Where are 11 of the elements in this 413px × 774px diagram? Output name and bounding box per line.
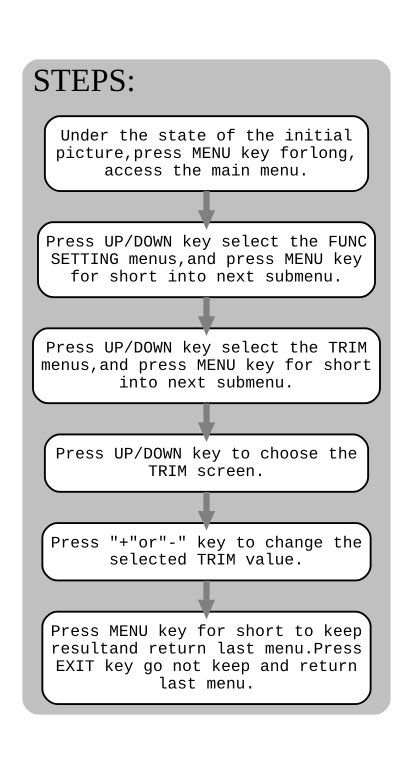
node-box: Press UP/DOWN key to choose the TRIM screen. <box>44 434 370 493</box>
node-box: Press UP/DOWN key select the FUNC SETTING menus,and press MENU key for short into next submenu. <box>37 221 376 298</box>
arrow <box>198 492 216 531</box>
node-box: Press UP/DOWN key select the TRIM menus,and press MENU key for short into next submenu. <box>32 327 381 404</box>
node-box: Press ″+″or″-″ key to change the selected TRIM value. <box>41 522 372 582</box>
arrow <box>198 580 216 620</box>
arrow <box>198 297 216 336</box>
arrow <box>198 403 216 442</box>
arrow <box>198 191 216 230</box>
node-box: Under the state of the initial picture,press MENU key forlong, access the main menu. <box>44 115 370 192</box>
node-box: Press MENU key for short to keep resultand return last menu.Press EXIT key go not keep and return last menu. <box>41 610 372 705</box>
